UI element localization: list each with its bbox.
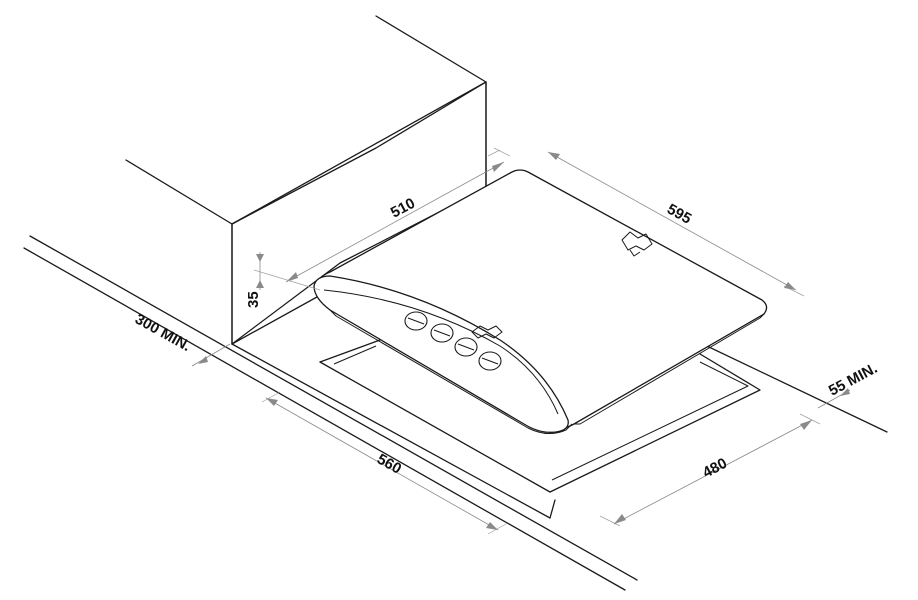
cabinet-top-back-edge	[375, 15, 487, 83]
dimension-560: 560	[261, 391, 507, 535]
dimension-35: 35	[245, 252, 321, 308]
pan-support-front	[471, 325, 503, 339]
knob-grip	[457, 343, 475, 351]
dim-label-300-min: 300 MIN.	[132, 311, 193, 355]
worktop-front-edge	[29, 235, 638, 581]
dimension-300-min: 300 MIN.	[132, 311, 231, 367]
cutout-right-edge	[549, 353, 761, 493]
hob-right-lip	[574, 313, 765, 425]
dimension-480: 480	[599, 413, 821, 527]
dim-label-55-min: 55 MIN.	[826, 360, 880, 400]
knob-grip	[407, 317, 425, 325]
hob	[313, 169, 768, 434]
worktop-cabinet-line	[231, 343, 551, 519]
worktop-front-edge-lower	[23, 247, 626, 591]
dimension-55-min: 55 MIN.	[817, 360, 880, 409]
dim-label-560: 560	[374, 451, 404, 478]
dim-line-510	[285, 161, 505, 283]
worktop-edges	[23, 235, 888, 591]
cabinet-top-left-edge	[125, 159, 233, 225]
hob-underside-lip	[329, 309, 573, 434]
knob-4[interactable]	[478, 351, 502, 371]
hob-control-panel	[313, 275, 569, 433]
knob-3[interactable]	[454, 337, 478, 357]
dim-line-595	[547, 151, 797, 291]
knob-grip	[481, 357, 499, 365]
worktop-right-edge	[687, 336, 888, 433]
pan-support-icon	[471, 325, 503, 339]
worktop-cutout	[231, 339, 761, 519]
dim-label-35: 35	[245, 291, 262, 308]
cutout-left-inner	[333, 345, 377, 365]
dim-label-595: 595	[664, 201, 694, 228]
hob-panel-ridge	[323, 289, 559, 415]
cutout-right-inner	[551, 361, 749, 481]
knob-grip	[433, 329, 451, 337]
pan-support-back	[621, 231, 653, 257]
cutout-left-edge	[319, 339, 381, 363]
pan-support-leg	[629, 249, 641, 257]
knob-2[interactable]	[430, 323, 454, 343]
dim-line-480	[613, 419, 813, 525]
cutout-front-edge	[319, 361, 551, 493]
cabinet-top-front-edge	[231, 81, 487, 225]
knob-1[interactable]	[404, 311, 428, 331]
dim-line-300	[191, 343, 231, 367]
pan-support-icon	[621, 231, 653, 251]
dim-label-480: 480	[700, 455, 730, 482]
dim-line-560	[265, 397, 499, 531]
worktop-corner-tick	[549, 499, 556, 519]
